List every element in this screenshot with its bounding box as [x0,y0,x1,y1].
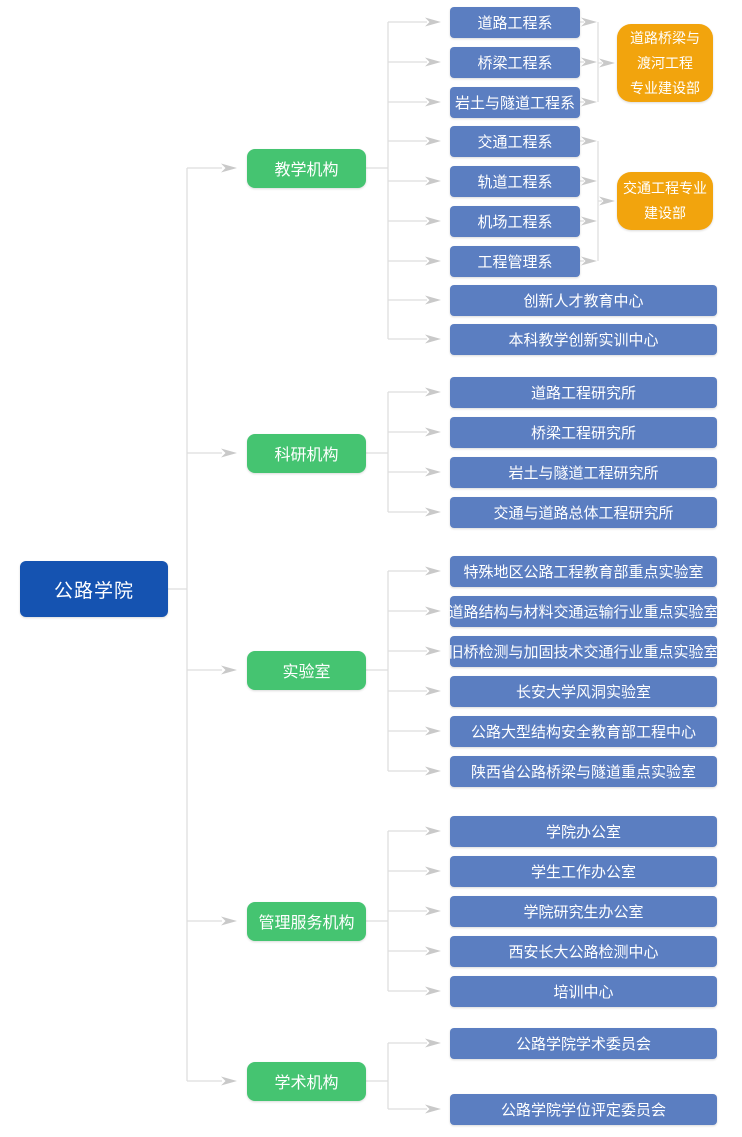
child-node: 特殊地区公路工程教育部重点实验室 [450,555,717,587]
annex-node: 交通工程专业建设部 [617,172,713,230]
child-node: 道路工程研究所 [450,376,717,408]
child-node: 机场工程系 [450,205,580,237]
branch-node: 管理服务机构 [247,901,366,941]
child-node: 岩土与隧道工程系 [450,86,580,118]
branch-node: 科研机构 [247,433,366,473]
annex-line: 建设部 [644,205,686,221]
branch-node: 教学机构 [247,148,366,188]
annex-node: 道路桥梁与渡河工程专业建设部 [617,24,713,102]
child-node: 旧桥检测与加固技术交通行业重点实验室 [449,635,719,667]
child-node: 工程管理系 [450,245,580,277]
child-node: 西安长大公路检测中心 [450,935,717,967]
root-node: 公路学院 [20,561,168,617]
child-node: 创新人才教育中心 [450,284,717,316]
child-node: 学院办公室 [450,815,717,847]
branch-node: 实验室 [247,650,366,690]
annex-line: 专业建设部 [630,79,700,96]
child-node: 公路学院学位评定委员会 [450,1093,717,1125]
child-node: 本科教学创新实训中心 [450,323,717,355]
child-node: 交通工程系 [450,125,580,157]
child-node: 公路学院学术委员会 [450,1027,717,1059]
branch-node: 学术机构 [247,1061,366,1101]
child-node: 学生工作办公室 [450,855,717,887]
child-node: 桥梁工程系 [450,46,580,78]
annex-line: 交通工程专业 [623,180,707,196]
child-node: 岩土与隧道工程研究所 [450,456,717,488]
child-node: 交通与道路总体工程研究所 [450,496,717,528]
child-node: 桥梁工程研究所 [450,416,717,448]
child-node: 轨道工程系 [450,165,580,197]
annex-line: 道路桥梁与 [630,29,700,46]
child-node: 培训中心 [450,975,717,1007]
connector-lines [168,21,602,1110]
child-node: 长安大学风洞实验室 [450,675,717,707]
child-node: 学院研究生办公室 [450,895,717,927]
child-node: 公路大型结构安全教育部工程中心 [450,715,717,747]
child-node: 道路工程系 [450,6,580,38]
annex-line: 渡河工程 [637,54,693,71]
child-node: 陕西省公路桥梁与隧道重点实验室 [450,755,717,787]
child-node: 道路结构与材料交通运输行业重点实验室 [449,595,719,627]
